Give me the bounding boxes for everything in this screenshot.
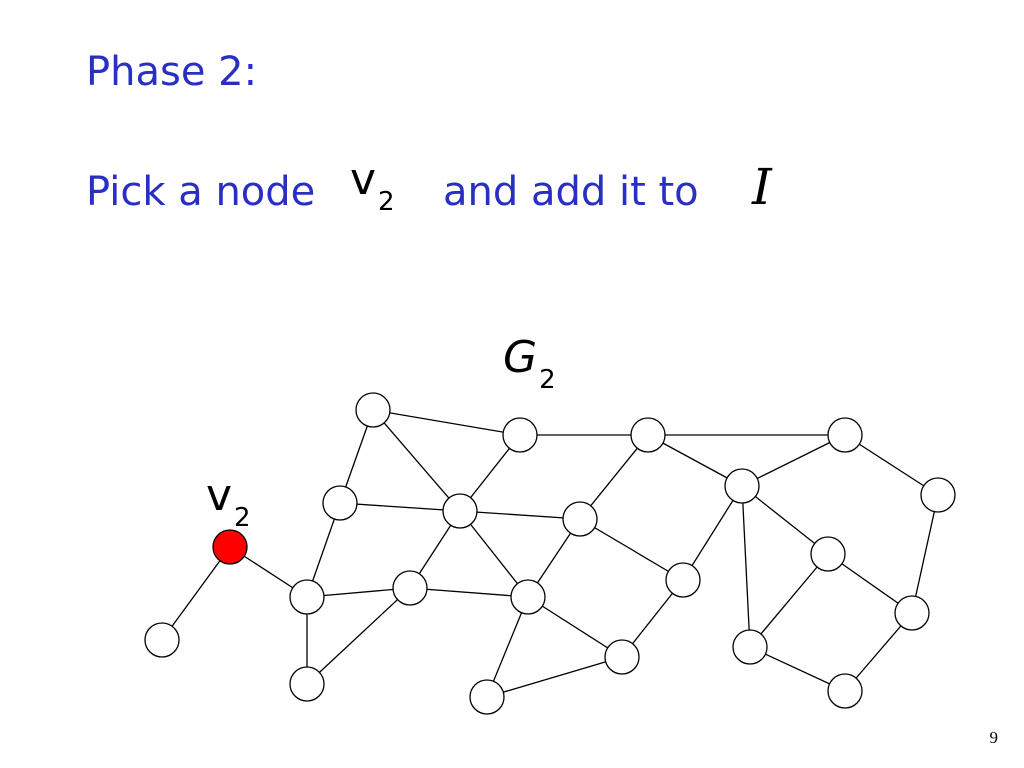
selected-graph-node — [212, 529, 248, 565]
graph-node — [810, 536, 846, 572]
graph-node — [562, 501, 598, 537]
graph-edge — [682, 485, 743, 581]
graph-edge — [741, 434, 846, 487]
graph-edge — [372, 409, 461, 512]
phase-heading: Phase 2: — [86, 49, 258, 95]
graph-edge — [579, 434, 649, 520]
graph-edge — [749, 553, 829, 648]
graph-node — [732, 629, 768, 665]
graph-edge — [459, 510, 581, 520]
graph-node — [665, 562, 701, 598]
graph-node — [630, 417, 666, 453]
selected-node-label-base: v — [206, 470, 233, 521]
graph-edge — [647, 434, 743, 487]
graph-edge — [527, 596, 623, 658]
graph-node — [502, 417, 538, 453]
instruction-text-add-to: and add it to — [443, 169, 699, 215]
graph-node — [392, 570, 428, 606]
graph-label-subscript: 2 — [539, 365, 556, 395]
graph-edge — [741, 485, 751, 648]
graph-node — [355, 392, 391, 428]
graph-node — [289, 666, 325, 702]
graph-edge — [844, 434, 939, 496]
graph-edge — [486, 656, 623, 698]
graph-node — [604, 639, 640, 675]
graph-node — [510, 579, 546, 615]
graph-node — [920, 477, 956, 513]
graph-node — [724, 468, 760, 504]
graph-edge — [911, 494, 939, 614]
instruction-text-pick-node: Pick a node — [86, 169, 316, 215]
graph-node — [827, 673, 863, 709]
graph-edge — [579, 518, 684, 581]
graph-node — [289, 579, 325, 615]
selected-node-label-v2: v2 — [206, 474, 251, 532]
graph-edge — [741, 485, 829, 555]
graph-node — [144, 622, 180, 658]
graph-node — [469, 679, 505, 715]
node-variable-v2: v2 — [350, 158, 395, 216]
graph-edge — [459, 510, 529, 598]
selected-node-label-subscript: 2 — [234, 503, 251, 533]
graph-edge — [486, 596, 529, 698]
graph-edge — [306, 587, 411, 685]
graph-label-base: G — [503, 332, 538, 383]
graph-edge — [372, 409, 521, 436]
graph-node — [322, 485, 358, 521]
graph-nodes — [144, 392, 956, 715]
graph-label-g2: G2 — [503, 336, 556, 394]
graph-node — [442, 493, 478, 529]
graph-node — [827, 417, 863, 453]
graph-edge — [161, 546, 231, 641]
node-variable-subscript: 2 — [378, 187, 395, 217]
graph-edge — [409, 587, 529, 598]
graph-edge — [339, 502, 461, 512]
set-variable-i: I — [752, 158, 772, 216]
node-variable-base: v — [350, 154, 377, 205]
slide-number: 9 — [989, 728, 999, 747]
graph-node — [894, 595, 930, 631]
